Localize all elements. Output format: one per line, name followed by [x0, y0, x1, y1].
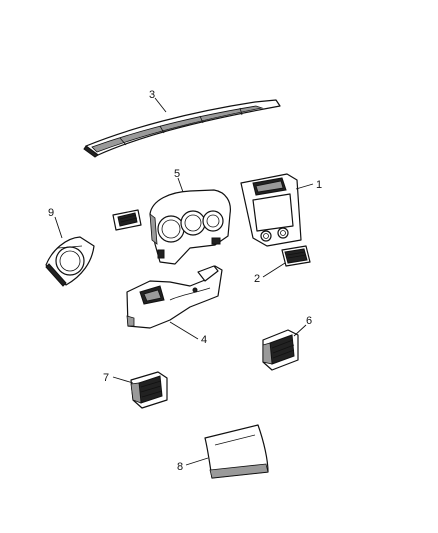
part-1-center-bezel: [240, 173, 302, 247]
part-2-center-vent: [281, 245, 311, 267]
part-7-left-vent: [130, 371, 168, 409]
callout-1: 1: [316, 179, 322, 191]
leader-lines: [54, 97, 314, 466]
leader-5: [177, 177, 184, 193]
part-3-top-cover: [83, 99, 281, 158]
leader-7: [112, 376, 134, 384]
callout-5: 5: [174, 168, 180, 180]
leader-2: [262, 262, 286, 278]
callout-4: 4: [201, 334, 207, 346]
part-5-cluster-bezel: [149, 189, 231, 265]
leader-6: [293, 324, 307, 337]
leader-9: [54, 216, 63, 239]
callout-2: 2: [254, 273, 260, 285]
leader-1: [295, 183, 314, 190]
callout-3: 3: [149, 89, 155, 101]
leader-4: [169, 321, 199, 340]
leader-3: [154, 97, 167, 113]
part-9-round-bezel: [45, 236, 95, 287]
part-6-right-vent: [262, 329, 299, 371]
leader-8: [185, 457, 209, 466]
callout-numbers: 1 2 3 4 5 6 7 8 9: [48, 89, 322, 473]
part-4-lower-panel: [126, 265, 223, 329]
callout-8: 8: [177, 461, 183, 473]
callout-7: 7: [103, 372, 109, 384]
part-vent-small: [112, 209, 142, 231]
callout-9: 9: [48, 207, 54, 219]
callout-6: 6: [306, 315, 312, 327]
part-8-glovebox-door: [204, 424, 269, 479]
